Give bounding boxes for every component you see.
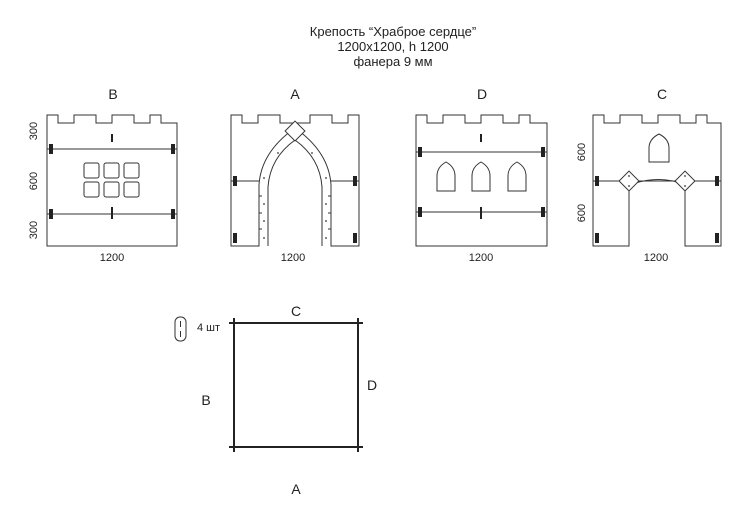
panel-c-dim-600-bottom: 600 <box>576 204 588 222</box>
panel-c: 600 600 1200 <box>576 114 722 264</box>
panel-a-letter: A <box>290 86 300 102</box>
panel-b-dim-600: 600 <box>28 172 40 190</box>
screw-dot <box>325 203 327 205</box>
panel-b-slot <box>49 144 53 154</box>
panel-b-window-grid <box>83 162 140 198</box>
screw-dot <box>325 177 327 179</box>
window-square <box>103 162 120 179</box>
panel-c-diamond-window-left <box>618 170 640 192</box>
panel-b-letter: B <box>108 86 117 102</box>
window-square <box>123 181 140 198</box>
panel-c-slot <box>715 176 719 186</box>
panel-b-slot <box>49 209 53 219</box>
window-square <box>83 162 100 179</box>
panel-d-outline <box>415 114 548 247</box>
panel-a-screw-dots <box>263 152 327 239</box>
screw-dot <box>325 237 327 239</box>
screw-dot <box>263 177 265 179</box>
panel-a-arch-notches <box>259 195 331 230</box>
plan-label-b: B <box>201 392 210 408</box>
panel-b-outline <box>46 114 178 247</box>
screw-dot <box>684 175 686 177</box>
panel-a: 1200 <box>230 114 360 264</box>
panel-b: 300 600 300 1200 <box>28 114 178 264</box>
connector-count: 4 шт <box>197 322 220 334</box>
panel-d-slot <box>541 207 545 217</box>
screw-dot <box>628 185 630 187</box>
screw-dot <box>684 185 686 187</box>
panel-b-slot <box>171 209 175 219</box>
panel-d-arched-window <box>507 161 527 192</box>
panel-d: 1200 <box>415 114 548 264</box>
panel-c-arched-window <box>648 133 670 163</box>
panel-a-diamond-window <box>284 120 306 142</box>
panel-d-letter: D <box>477 86 487 102</box>
screw-dot <box>263 220 265 222</box>
plan-label-a: A <box>291 481 301 497</box>
screw-dot <box>277 152 279 154</box>
panel-a-arch-inner <box>267 139 323 246</box>
panel-c-diamond-window-right <box>674 170 696 192</box>
screw-dot <box>311 152 313 154</box>
screw-dot <box>263 237 265 239</box>
plan-label-c: C <box>291 303 301 319</box>
panel-d-slot <box>541 147 545 157</box>
panel-c-slot <box>595 233 599 243</box>
panel-d-arched-window <box>471 161 491 192</box>
panel-d-width-label: 1200 <box>469 252 493 264</box>
panel-b-width-label: 1200 <box>100 252 124 264</box>
plan-label-d: D <box>367 377 377 393</box>
panel-d-arched-window <box>436 161 456 192</box>
panel-c-slot <box>595 176 599 186</box>
panel-a-slot <box>353 233 357 243</box>
panel-c-letter: C <box>657 86 667 102</box>
panel-a-slot <box>233 176 237 186</box>
window-square <box>103 181 120 198</box>
panel-a-outline <box>230 114 360 247</box>
floor-plan: C B D A <box>201 303 377 497</box>
panel-b-slot <box>171 144 175 154</box>
screw-dot <box>628 175 630 177</box>
panel-a-width-label: 1200 <box>281 252 305 264</box>
screw-dot <box>325 220 327 222</box>
window-square <box>83 181 100 198</box>
panel-c-dim-600-top: 600 <box>576 143 588 161</box>
title-line-2: 1200x1200, h 1200 <box>337 39 448 54</box>
panel-a-slot <box>233 233 237 243</box>
panel-b-dim-300-bottom: 300 <box>28 221 40 239</box>
title-line-1: Крепость “Храброе сердце” <box>310 24 476 39</box>
panel-d-slot <box>418 147 422 157</box>
title-line-3: фанера 9 мм <box>353 54 432 69</box>
panel-a-slot <box>353 176 357 186</box>
panel-b-dim-300-top: 300 <box>28 122 40 140</box>
panel-d-slot <box>418 207 422 217</box>
panel-c-width-label: 1200 <box>644 252 668 264</box>
panel-c-slot <box>715 233 719 243</box>
connector-shape <box>174 316 187 342</box>
screw-dot <box>263 203 265 205</box>
connector-piece: 4 шт <box>174 316 220 342</box>
window-square <box>123 162 140 179</box>
